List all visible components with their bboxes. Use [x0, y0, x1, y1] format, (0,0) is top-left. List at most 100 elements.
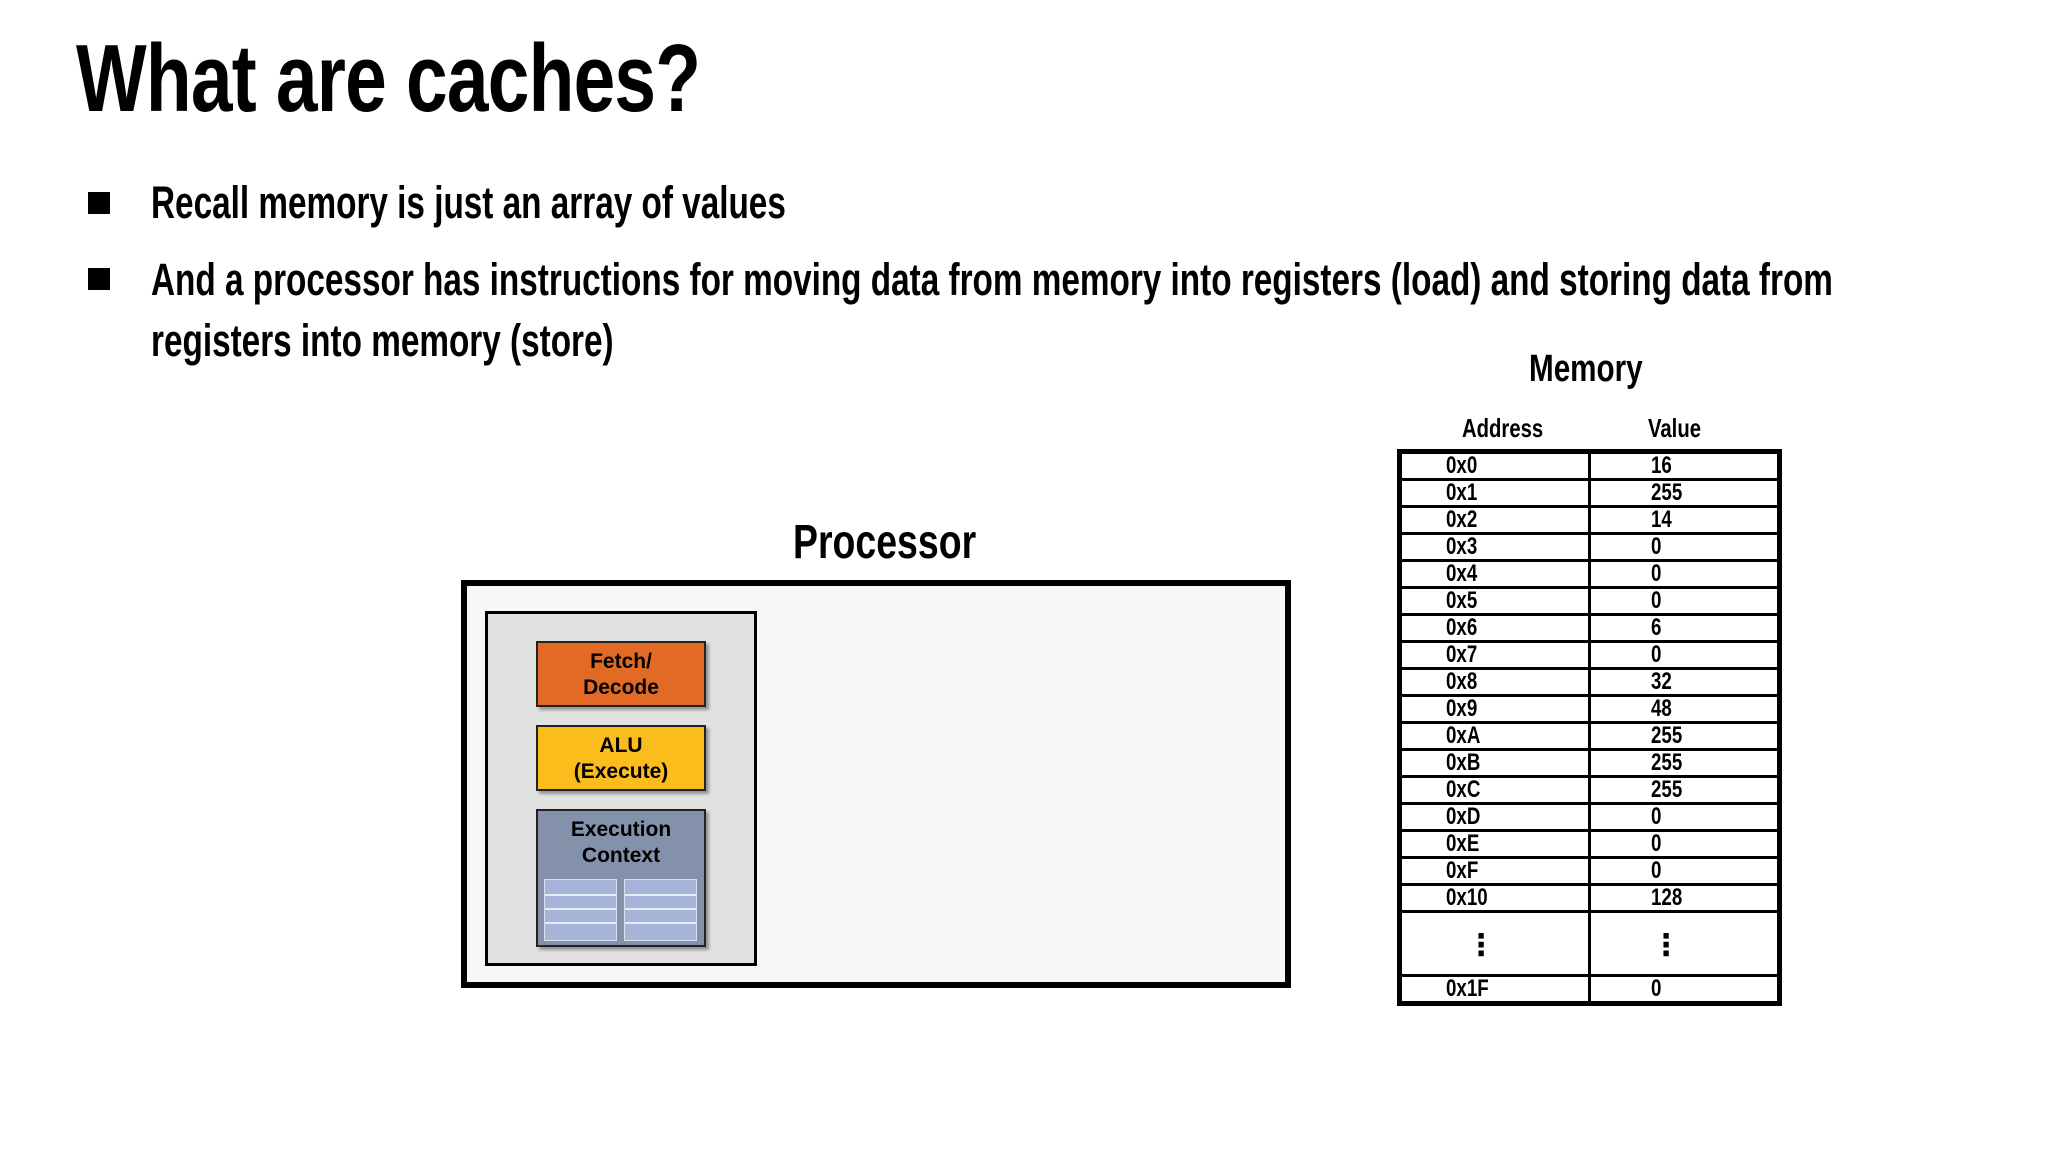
memory-address: 0x5	[1446, 587, 1478, 614]
memory-value-cell: 0	[1588, 586, 1781, 616]
memory-row: 0x3 0	[1398, 532, 1781, 562]
memory-value-cell: 0	[1588, 640, 1781, 670]
memory-address: 0xF	[1446, 857, 1479, 884]
memory-row: 0x8 32	[1398, 667, 1781, 697]
ellipsis-address: ⋮	[1466, 928, 1496, 962]
memory-address: 0x1	[1446, 479, 1478, 506]
memory-value: 128	[1651, 884, 1683, 911]
memory-row: 0xF 0	[1398, 856, 1781, 886]
memory-value-cell: 16	[1588, 450, 1781, 481]
memory-value-cell: 0	[1588, 802, 1781, 832]
memory-value: 48	[1651, 695, 1672, 722]
alu-unit: ALU (Execute)	[536, 725, 706, 791]
memory-value: 255	[1651, 749, 1683, 776]
memory-value-cell: 0	[1588, 532, 1781, 562]
memory-address-cell: 0xA	[1398, 721, 1591, 751]
slide-title: What are caches?	[76, 25, 701, 132]
memory-value: 0	[1651, 803, 1662, 830]
memory-row: 0x6 6	[1398, 613, 1781, 643]
memory-address: 0xE	[1446, 830, 1480, 857]
memory-address-cell: 0x1	[1398, 478, 1591, 508]
bullet-text-2-line-1: And a processor has instructions for mov…	[151, 254, 1833, 305]
memory-row: 0xC 255	[1398, 775, 1781, 805]
memory-address-cell: 0xB	[1398, 748, 1591, 778]
memory-address: 0x8	[1446, 668, 1478, 695]
memory-value-cell: 32	[1588, 667, 1781, 697]
memory-row: 0xA 255	[1398, 721, 1781, 751]
memory-row: 0x7 0	[1398, 640, 1781, 670]
memory-value: 14	[1651, 506, 1672, 533]
memory-address: 0x6	[1446, 614, 1478, 641]
memory-value: 0	[1651, 587, 1662, 614]
memory-value: 16	[1651, 452, 1672, 479]
memory-address: 0x7	[1446, 641, 1478, 668]
memory-address: 0xD	[1446, 803, 1481, 830]
alu-line-1: ALU	[599, 734, 643, 757]
memory-value-cell: 48	[1588, 694, 1781, 724]
execution-context-line-1: Execution	[570, 818, 672, 841]
memory-value: 255	[1651, 722, 1683, 749]
memory-address-cell: ⋮	[1398, 910, 1591, 977]
execution-context-line-2: Context	[581, 844, 661, 867]
memory-address: 0x4	[1446, 560, 1478, 587]
memory-value: 0	[1651, 830, 1662, 857]
memory-ellipsis-row: ⋮⋮	[1398, 910, 1781, 977]
memory-address-cell: 0x9	[1398, 694, 1591, 724]
memory-value-cell: 128	[1588, 883, 1781, 913]
memory-value-cell: 14	[1588, 505, 1781, 535]
fetch-decode-line-2: Decode	[583, 676, 659, 699]
memory-address-cell: 0x8	[1398, 667, 1591, 697]
execution-context-unit: Execution Context	[536, 809, 706, 947]
memory-address-cell: 0xD	[1398, 802, 1591, 832]
memory-address-cell: 0x4	[1398, 559, 1591, 589]
memory-value: 6	[1651, 614, 1662, 641]
address-column-header: Address	[1462, 413, 1544, 443]
bullet-marker-1	[88, 192, 110, 214]
bullet-text-2-line-2: registers into memory (store)	[151, 315, 614, 366]
memory-address-cell: 0x5	[1398, 586, 1591, 616]
memory-address-cell: 0x7	[1398, 640, 1591, 670]
memory-value-cell: 6	[1588, 613, 1781, 643]
memory-value-cell: 0	[1588, 829, 1781, 859]
ellipsis-value: ⋮	[1651, 928, 1681, 962]
memory-value-cell: 255	[1588, 478, 1781, 508]
memory-address-cell: 0x2	[1398, 505, 1591, 535]
memory-address-cell: 0xC	[1398, 775, 1591, 805]
memory-row: 0xE 0	[1398, 829, 1781, 859]
memory-address: 0x2	[1446, 506, 1478, 533]
memory-value: 0	[1651, 560, 1662, 587]
memory-value-cell: 0	[1588, 856, 1781, 886]
memory-row: 0x1 255	[1398, 478, 1781, 508]
alu-line-2: (Execute)	[573, 760, 669, 783]
memory-address: 0x0	[1446, 452, 1478, 479]
memory-value-cell: 0	[1588, 559, 1781, 589]
memory-row: 0x4 0	[1398, 559, 1781, 589]
memory-address-cell: 0xE	[1398, 829, 1591, 859]
memory-row: 0x2 14	[1398, 505, 1781, 535]
memory-address-cell: 0xF	[1398, 856, 1591, 886]
bullet-marker-2	[88, 268, 110, 290]
memory-value: 0	[1651, 975, 1662, 1002]
register-file-left	[544, 879, 617, 941]
memory-value-cell: 255	[1588, 775, 1781, 805]
memory-address-cell: 0x3	[1398, 532, 1591, 562]
memory-value: 0	[1651, 533, 1662, 560]
fetch-decode-unit: Fetch/ Decode	[536, 641, 706, 707]
memory-label: Memory	[1529, 348, 1643, 390]
memory-address: 0xC	[1446, 776, 1481, 803]
memory-value: 255	[1651, 776, 1683, 803]
processor-label: Processor	[793, 516, 977, 569]
memory-address: 0xB	[1446, 749, 1481, 776]
value-column-header: Value	[1648, 413, 1701, 443]
memory-value: 0	[1651, 857, 1662, 884]
fetch-decode-line-1: Fetch/	[590, 650, 652, 673]
memory-address-cell: 0x0	[1398, 450, 1591, 481]
memory-value-cell: ⋮	[1588, 910, 1781, 977]
memory-address: 0x1F	[1446, 975, 1489, 1002]
register-file-right	[624, 879, 697, 941]
memory-value-cell: 255	[1588, 748, 1781, 778]
memory-value: 255	[1651, 479, 1683, 506]
memory-value: 32	[1651, 668, 1672, 695]
memory-address: 0x9	[1446, 695, 1478, 722]
